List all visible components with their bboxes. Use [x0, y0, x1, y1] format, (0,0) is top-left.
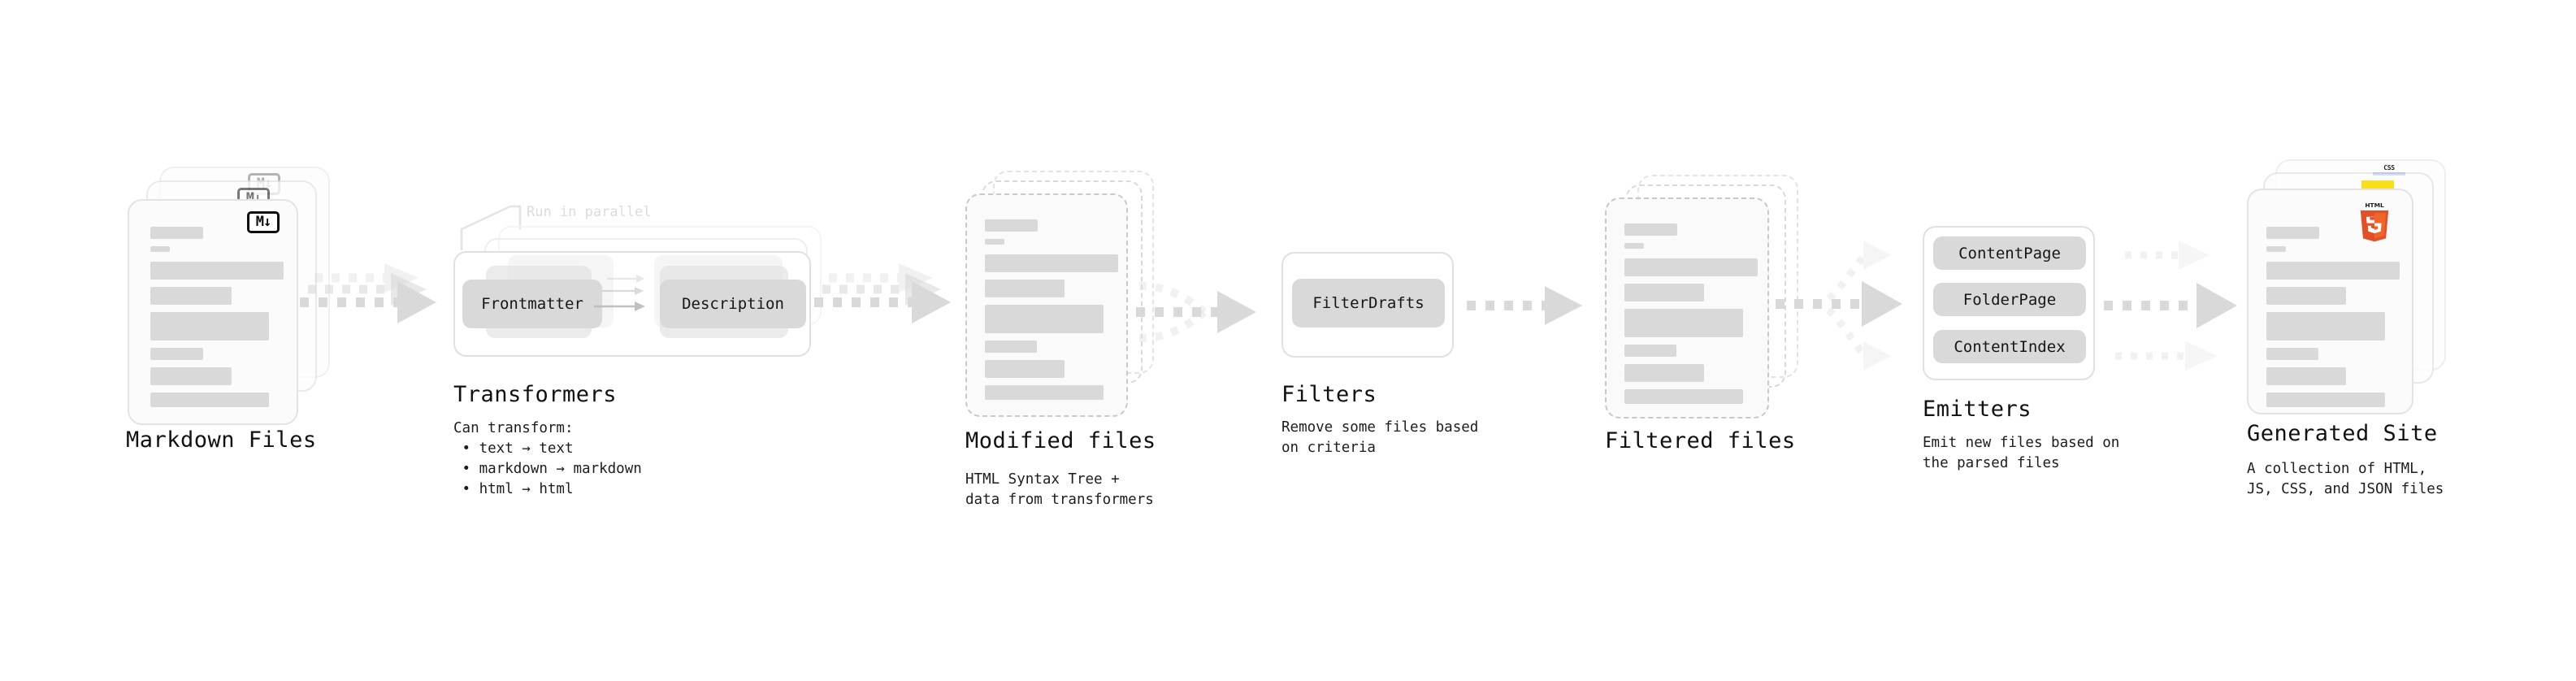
- svg-text:HTML: HTML: [2365, 202, 2384, 209]
- stage-title-filters: Filters: [1281, 382, 1377, 407]
- filtered-card-content-lines: [1624, 223, 1758, 411]
- markdown-card-content-lines: [150, 227, 284, 414]
- markdown-icon: M↓: [247, 211, 280, 233]
- stage-title-generated-site: Generated Site: [2247, 421, 2438, 446]
- stage-desc-emitters: Emit new files based on the parsed files: [1923, 435, 2120, 471]
- generated-card-content-lines: [2266, 227, 2400, 414]
- arrow-modified-files-to-filters: [1136, 282, 1256, 342]
- stage-desc-filters: Remove some files based on criteria: [1281, 419, 1479, 456]
- emitter-folderpage[interactable]: FolderPage: [1933, 283, 2086, 316]
- modified-card-content-lines: [985, 219, 1118, 407]
- stage-title-filtered-files: Filtered files: [1605, 428, 1796, 453]
- stage-title-emitters: Emitters: [1923, 397, 2032, 422]
- stage-desc-generated-site: A collection of HTML, JS, CSS, and JSON …: [2247, 461, 2444, 497]
- filter-filterdrafts[interactable]: FilterDrafts: [1292, 279, 1445, 327]
- run-in-parallel-label: Run in parallel: [527, 204, 652, 220]
- markdown-card-front: M↓: [128, 199, 298, 425]
- emitter-contentpage[interactable]: ContentPage: [1933, 236, 2086, 270]
- arrow-markdown-to-transformers: [300, 263, 436, 323]
- html5-icon: HTML: [2360, 202, 2389, 242]
- run-in-parallel-bracket: [460, 205, 522, 250]
- arrow-filtered-files-to-emitters: [1776, 241, 1902, 371]
- arrow-transformers-to-modified-files: [814, 263, 951, 323]
- stage-title-markdown-files: Markdown Files: [126, 427, 317, 453]
- transformer-description[interactable]: Description: [660, 280, 806, 328]
- arrow-emitters-to-generated-site: [2104, 241, 2237, 371]
- transformer-frontmatter[interactable]: Frontmatter: [462, 280, 602, 328]
- generated-card-front: HTML: [2247, 189, 2413, 414]
- filtered-card-front: [1605, 197, 1769, 419]
- css-icon-label: CSS: [2383, 164, 2395, 171]
- arrow-filters-to-filtered-files: [1467, 286, 1582, 325]
- stage-title-transformers: Transformers: [453, 382, 618, 407]
- stage-desc-modified-files: HTML Syntax Tree + data from transformer…: [965, 471, 1154, 508]
- transformers-inner-arrows: [594, 275, 645, 311]
- stage-desc-transformers: Can transform: • text → text • markdown …: [453, 420, 642, 497]
- emitter-contentindex[interactable]: ContentIndex: [1933, 330, 2086, 363]
- modified-card-front: [965, 193, 1128, 417]
- stage-title-modified-files: Modified files: [965, 428, 1156, 453]
